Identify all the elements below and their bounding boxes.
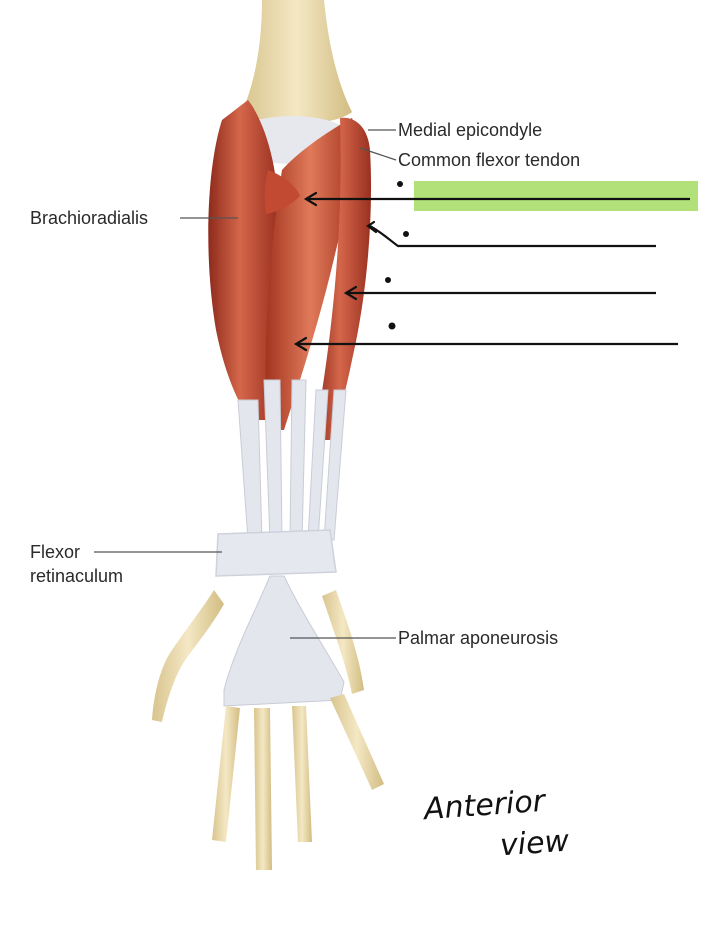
- blank-arrow-1: [303, 191, 690, 207]
- brachioradialis-muscle: [208, 100, 279, 420]
- dot-4: [388, 322, 396, 330]
- middle-finger: [254, 708, 272, 870]
- blank-arrow-4: [293, 336, 678, 352]
- label-palmar-aponeurosis: Palmar aponeurosis: [398, 628, 559, 648]
- hand-fifth-metacarpal: [322, 590, 364, 694]
- ring-finger: [292, 706, 312, 842]
- little-finger: [330, 694, 384, 790]
- index-finger: [212, 706, 240, 842]
- label-flexor-line1: Flexor: [30, 542, 81, 562]
- blank-arrow-2: [366, 220, 656, 248]
- dot-2: [403, 231, 409, 237]
- flexor-retinaculum-band: [215, 529, 337, 577]
- dot-1: [397, 181, 403, 187]
- blank-arrow-3: [343, 285, 656, 301]
- answer-highlight: [414, 181, 698, 211]
- label-common-flexor-tendon: Common flexor tendon: [398, 150, 581, 170]
- pronator-muscle: [264, 170, 300, 214]
- leader-common-flexor-tendon: [359, 147, 397, 161]
- humerus-bone: [242, 0, 352, 124]
- label-brachioradialis: Brachioradialis: [30, 208, 149, 228]
- label-flexor-line2: retinaculum: [30, 566, 124, 586]
- label-medial-epicondyle: Medial epicondyle: [398, 120, 543, 140]
- annotation-view: view: [498, 823, 571, 864]
- thumb-bones: [152, 590, 224, 722]
- dot-3: [385, 277, 391, 283]
